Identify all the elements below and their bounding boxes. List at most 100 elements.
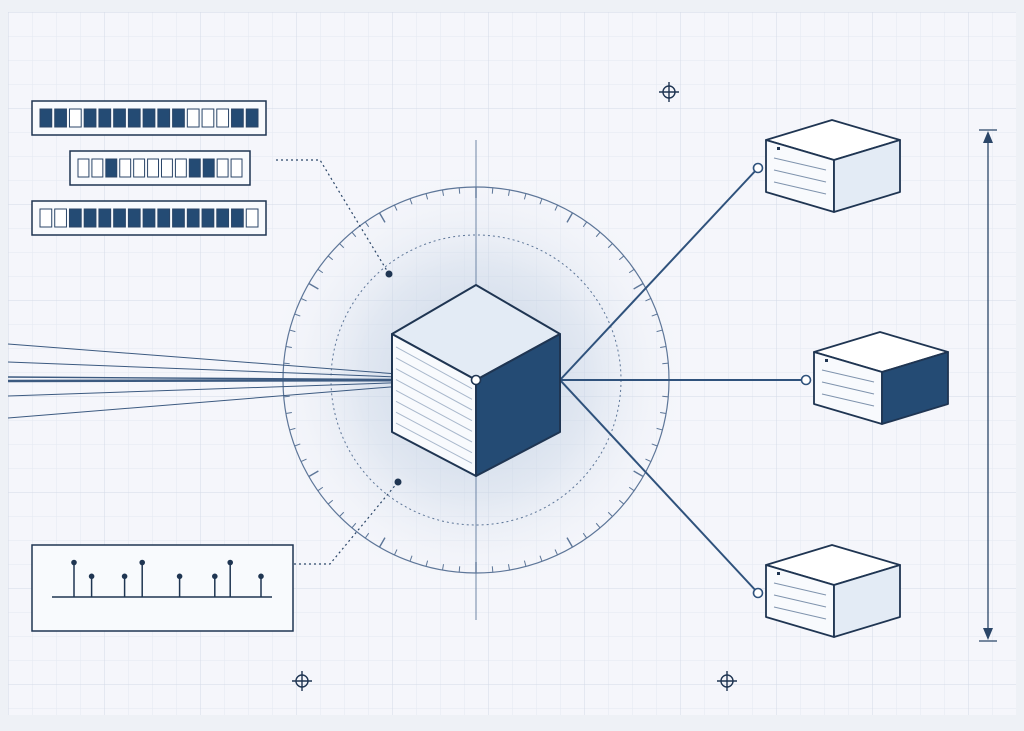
signal-stem-head (121, 573, 128, 580)
status-segment-filled (231, 108, 244, 128)
hub-stripe (395, 390, 473, 432)
node-bottom-server-box-icon (765, 544, 901, 638)
dial-tick (656, 427, 663, 431)
dial-tick (300, 297, 307, 302)
signal-stem-head (258, 573, 264, 580)
node-top-server-box-icon (765, 119, 901, 213)
dial-tick (441, 189, 445, 196)
hub-stripe (395, 411, 473, 454)
dial-tick (633, 470, 644, 478)
dial-tick (656, 329, 663, 333)
status-segment-filled (245, 108, 259, 128)
status-segment-filled (54, 108, 67, 128)
dial-tick (294, 443, 301, 447)
status-segment-filled (39, 108, 53, 128)
dial-tick (662, 362, 669, 365)
node-side-face (833, 564, 901, 638)
dial-tick (607, 511, 613, 517)
dial-tick (633, 282, 644, 290)
dial-tick (425, 560, 429, 567)
status-segment-filled (142, 208, 156, 228)
connector-endpoint-middle (800, 374, 812, 386)
dial-tick (523, 193, 527, 200)
dial-tick (595, 231, 601, 238)
status-segment-empty (201, 108, 215, 128)
node-indicator-light (777, 572, 780, 575)
status-segment-empty (174, 158, 187, 178)
dial-tick (539, 198, 543, 205)
node-indicator-light (777, 147, 780, 150)
dial-tick (566, 537, 574, 548)
dial-tick (651, 443, 658, 447)
dial-tick (317, 268, 324, 274)
dial-tick (628, 268, 635, 274)
signal-stem-head (212, 573, 218, 580)
dial-tick (582, 221, 588, 228)
node-middle-server-box-icon (813, 331, 949, 425)
crosshair-icon (717, 671, 737, 691)
node-front-line (773, 606, 827, 620)
status-segment-filled (83, 108, 97, 128)
dial-tick (378, 212, 386, 223)
dial-tick (289, 427, 296, 431)
hub-stripe (395, 346, 473, 390)
dial-tick (523, 560, 527, 567)
connector-endpoint-top (752, 162, 764, 174)
status-segment-filled (127, 108, 141, 128)
hub-stripe (395, 400, 473, 443)
status-segment-empty (230, 158, 243, 178)
node-indicator-light (825, 359, 828, 362)
status-segment-filled (172, 208, 185, 228)
dial-tick (308, 470, 319, 478)
signal-stem-head (139, 559, 145, 566)
dial-tick (645, 458, 652, 463)
status-segment-filled (186, 208, 200, 228)
status-segment-filled (98, 208, 112, 228)
status-segment-filled (202, 158, 215, 178)
signal-stem-head (227, 559, 233, 566)
status-segment-filled (98, 108, 112, 128)
status-segment-empty (54, 208, 67, 228)
status-segment-empty (68, 108, 82, 128)
status-segment-filled (127, 208, 141, 228)
dial-tick (285, 411, 292, 415)
status-segment-filled (188, 158, 201, 178)
node-front-line (773, 594, 827, 608)
hub-center-point (470, 374, 482, 386)
hub-stripe (395, 357, 473, 400)
status-segment-empty (161, 158, 173, 178)
node-side-face (833, 139, 901, 213)
dimension-double-arrow-icon (979, 129, 997, 642)
dial-tick (645, 297, 652, 302)
dial-tick (317, 486, 324, 492)
status-segment-filled (157, 208, 171, 228)
status-segment-empty (119, 158, 132, 178)
crosshair-icon (659, 82, 679, 102)
dial-tick (539, 555, 543, 562)
leader-dot-bottom (394, 478, 402, 486)
dial-tick (607, 243, 613, 249)
dial-tick (409, 198, 413, 205)
status-segment-filled (83, 208, 97, 228)
dial-tick (441, 564, 445, 571)
dial-tick (327, 255, 334, 261)
status-segment-filled (172, 108, 185, 128)
dial-tick (507, 564, 511, 571)
dial-tick (327, 499, 334, 505)
dial-tick (300, 458, 307, 463)
dial-tick (378, 537, 386, 548)
dial-tick (351, 231, 357, 238)
leader-dot-top (385, 270, 393, 278)
dial-tick (660, 411, 667, 415)
status-segment-filled (142, 108, 156, 128)
status-segment-empty (133, 158, 146, 178)
hub-cube-icon (391, 284, 561, 477)
dial-tick (491, 187, 494, 194)
dial-tick (618, 255, 625, 261)
status-segment-empty (216, 108, 230, 128)
dial-tick (425, 193, 429, 200)
node-front-line (821, 393, 875, 407)
dial-tick (595, 522, 601, 529)
hub-stripe (395, 368, 473, 411)
